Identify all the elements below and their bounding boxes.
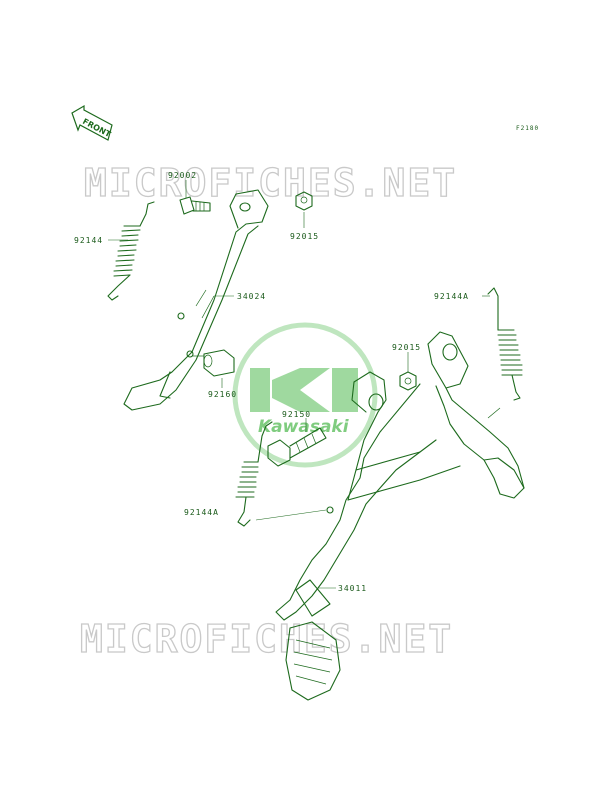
label-part-92144: 92144 [74, 236, 103, 245]
collar-92160-drawing [192, 349, 235, 377]
label-part-92160: 92160 [208, 390, 237, 399]
label-part-92150: 92150 [282, 410, 311, 419]
label-part-92002: 92002 [168, 171, 197, 180]
bolt-92002-drawing [179, 196, 211, 215]
spring-92144a-right-drawing [487, 287, 523, 401]
spring-92144-drawing [107, 201, 155, 301]
kawasaki-wordmark: Kawasaki [258, 417, 350, 437]
label-part-92144a-left: 92144A [184, 508, 219, 517]
nut-92015-mid-drawing [399, 371, 417, 391]
label-part-34011: 34011 [338, 584, 367, 593]
side-stand-drawing [123, 189, 269, 411]
center-stand-drawing [275, 331, 525, 701]
part-labels: 92002 92015 92144 34024 92144A 92015 921… [74, 171, 469, 593]
watermark-top: MICROFICHES.NET [84, 161, 457, 205]
front-arrow-icon: FRONT [71, 104, 113, 141]
figure-code: F2180 [516, 125, 539, 132]
label-part-92015-mid: 92015 [392, 343, 421, 352]
spring-92144a-left-drawing [235, 421, 273, 527]
nut-92015-top-drawing [295, 191, 313, 211]
label-part-92144a-right: 92144A [434, 292, 469, 301]
leader-lines [108, 180, 490, 589]
watermark-bottom: MICROFICHES.NET [80, 617, 453, 661]
label-part-92015-top: 92015 [290, 232, 319, 241]
label-part-34024: 34024 [237, 292, 266, 301]
bolt-92150-drawing [267, 427, 327, 467]
kawasaki-logo: Kawasaki [232, 322, 378, 468]
